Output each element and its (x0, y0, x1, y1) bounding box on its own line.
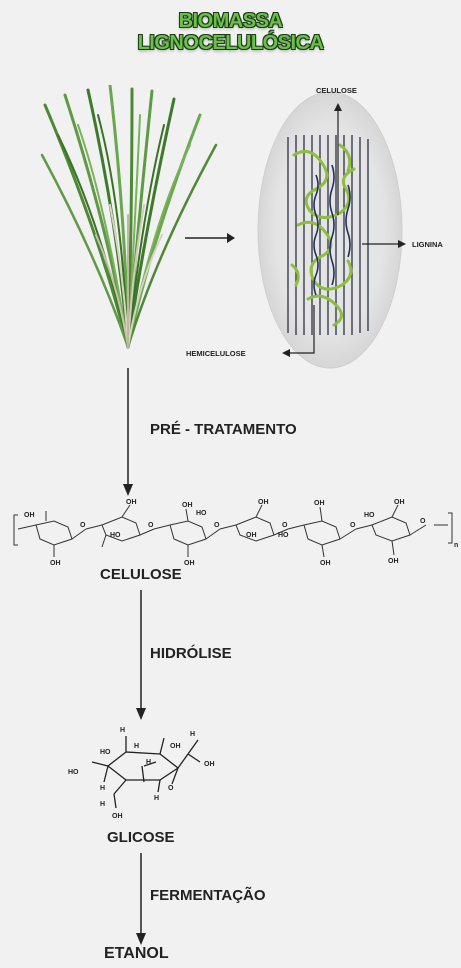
chem-o-3: O (214, 522, 220, 529)
glc-oh-3: OH (112, 813, 123, 820)
title-line-1: BIOMASSA (0, 10, 461, 32)
glc-h-1: H (120, 727, 125, 734)
glc-o: O (168, 785, 174, 792)
chem-oh-2: OH (50, 560, 61, 567)
arrow-to-structure (185, 232, 235, 244)
arrow-fermentacao (135, 853, 147, 945)
chem-o-6: O (420, 518, 426, 525)
step-glicose: GLICOSE (107, 829, 175, 846)
label-lignina: LIGNINA (412, 240, 443, 249)
glc-h-5: H (100, 785, 105, 792)
label-hemicelulose: HEMICELULOSE (186, 349, 246, 358)
chem-n-subscript: n (454, 542, 458, 549)
grass-plant-image (40, 85, 220, 355)
glc-h-3: H (134, 743, 139, 750)
glc-ho-2: HO (68, 769, 79, 776)
title-line-2: LIGNOCELULÓSICA (0, 32, 461, 54)
arrow-hidrolise (135, 590, 147, 720)
step-hidrolise: HIDRÓLISE (150, 645, 232, 662)
chem-o-1: O (80, 522, 86, 529)
glc-ho-1: HO (100, 749, 111, 756)
chem-ho-3: HO (278, 532, 289, 539)
glc-h-4: H (146, 759, 151, 766)
chem-ho-1: HO (110, 532, 121, 539)
arrow-pretratamento (122, 368, 134, 496)
chem-oh-11: OH (388, 558, 399, 565)
chem-oh-4: OH (182, 502, 193, 509)
lignocellulose-structure-diagram (250, 85, 410, 375)
glucose-molecule-structure: H H HO H OH OH HO H O H H H OH (60, 718, 240, 828)
chem-oh-7: OH (246, 532, 257, 539)
step-fermentacao: FERMENTAÇÃO (150, 887, 266, 904)
chem-oh-10: OH (394, 499, 405, 506)
chem-o-2: O (148, 522, 154, 529)
glc-oh-1: OH (170, 743, 181, 750)
glc-h-2: H (190, 731, 195, 738)
chem-o-5: O (350, 522, 356, 529)
chem-ho-4: HO (364, 512, 375, 519)
label-celulose-structure: CELULOSE (316, 86, 357, 95)
cellulose-chain-structure: OH OH O OH HO O OH HO OH O OH OH O HO OH… (6, 495, 461, 570)
glc-h-6: H (154, 795, 159, 802)
step-pretratamento: PRÉ - TRATAMENTO (150, 421, 297, 438)
chem-oh-6: OH (258, 499, 269, 506)
chem-oh-9: OH (320, 560, 331, 567)
step-celulose: CELULOSE (100, 566, 182, 583)
chem-oh-3: OH (126, 499, 137, 506)
chem-o-4: O (282, 522, 288, 529)
chem-oh-5: OH (184, 560, 195, 567)
chem-oh-1: OH (24, 512, 35, 519)
step-etanol: ETANOL (104, 945, 169, 963)
glc-oh-2: OH (204, 761, 215, 768)
chem-ho-2: HO (196, 510, 207, 517)
chem-oh-8: OH (314, 500, 325, 507)
glc-h-7: H (100, 801, 105, 808)
